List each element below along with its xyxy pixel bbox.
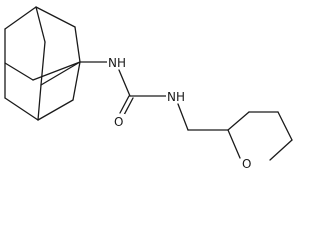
bond	[32, 61, 81, 81]
bond	[227, 111, 250, 131]
bond	[4, 97, 39, 121]
atom-label-nh-right: NH	[167, 90, 185, 104]
bond	[4, 6, 37, 30]
bond	[35, 6, 76, 28]
atom-label-nh-top: NH	[108, 56, 126, 70]
atom-label-carbonyl-oxygen: O	[114, 115, 123, 129]
bond	[118, 69, 131, 97]
adamantane-cage	[4, 6, 81, 121]
tetrahydrofuran-ring	[227, 111, 293, 161]
double-bond	[123, 97, 134, 116]
bond	[40, 41, 46, 86]
bond	[37, 99, 74, 121]
bond	[40, 61, 81, 86]
bond	[4, 62, 34, 81]
bond	[269, 139, 293, 161]
bond	[74, 26, 81, 63]
double-bond	[119, 95, 130, 114]
bond	[177, 103, 189, 131]
molecule-diagram: NH O NH O	[4, 6, 293, 171]
bond	[227, 129, 241, 159]
urea-linker	[79, 61, 229, 131]
bond	[35, 6, 46, 43]
bond	[277, 111, 293, 141]
bond	[37, 84, 42, 121]
atom-label-ring-oxygen: O	[242, 157, 251, 171]
bond	[72, 61, 81, 101]
